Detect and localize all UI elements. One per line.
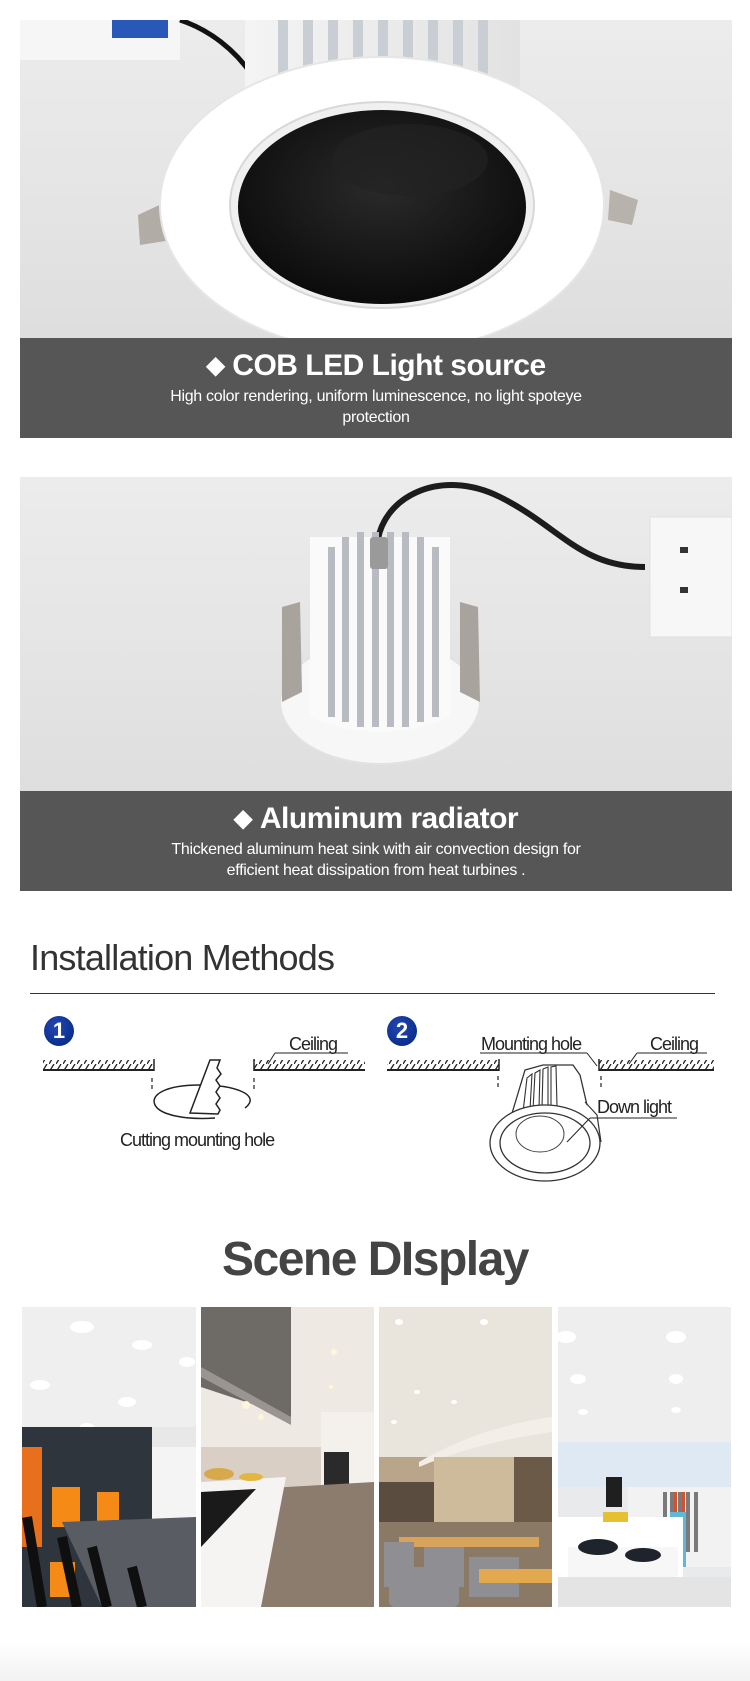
feature-title: ◆Aluminum radiator — [233, 802, 519, 835]
scene-photo-kitchen — [201, 1307, 374, 1607]
product-photo-aluminum-radiator — [20, 477, 732, 791]
step1-cutting-hole-diagram — [43, 1052, 365, 1120]
installation-heading: Installation Methods — [30, 937, 335, 978]
feature-description: High color rendering, uniform luminescen… — [170, 388, 582, 426]
diamond-bullet-icon: ◆ — [233, 805, 252, 832]
step-number-badge: 2 — [387, 1016, 417, 1046]
ceiling-label: Ceiling — [650, 1034, 699, 1054]
page-footer-fade — [0, 1640, 750, 1681]
down-light-label: Down light — [597, 1097, 672, 1117]
feature-band-cob-led: ◆COB LED Light source High color renderi… — [20, 338, 732, 438]
feature-band-aluminum-radiator: ◆Aluminum radiator Thickened aluminum he… — [20, 791, 732, 891]
retail-scene-image — [558, 1307, 731, 1607]
restaurant-scene-image — [379, 1307, 552, 1607]
feature-description: Thickened aluminum heat sink with air co… — [171, 841, 581, 879]
scene-photo-restaurant — [379, 1307, 552, 1607]
downlight-front-illustration — [20, 20, 638, 338]
feature-title: ◆COB LED Light source — [206, 349, 546, 382]
section-divider — [30, 993, 715, 994]
cutting-hole-caption: Cutting mounting hole — [120, 1130, 275, 1150]
product-photo-cob-led — [20, 20, 732, 338]
step2-mount-downlight-diagram — [387, 1052, 714, 1182]
downlight-heatsink-illustration — [279, 482, 732, 765]
scene-heading: Scene DIsplay — [222, 1233, 530, 1286]
scene-photo-retail-store — [558, 1307, 731, 1607]
scene-photo-office — [22, 1307, 196, 1607]
diamond-bullet-icon: ◆ — [206, 352, 225, 379]
ceiling-label: Ceiling — [289, 1034, 338, 1054]
kitchen-scene-image — [201, 1307, 374, 1607]
mounting-hole-label: Mounting hole — [481, 1034, 582, 1054]
step-number-badge: 1 — [44, 1016, 74, 1046]
office-scene-image — [22, 1307, 196, 1607]
